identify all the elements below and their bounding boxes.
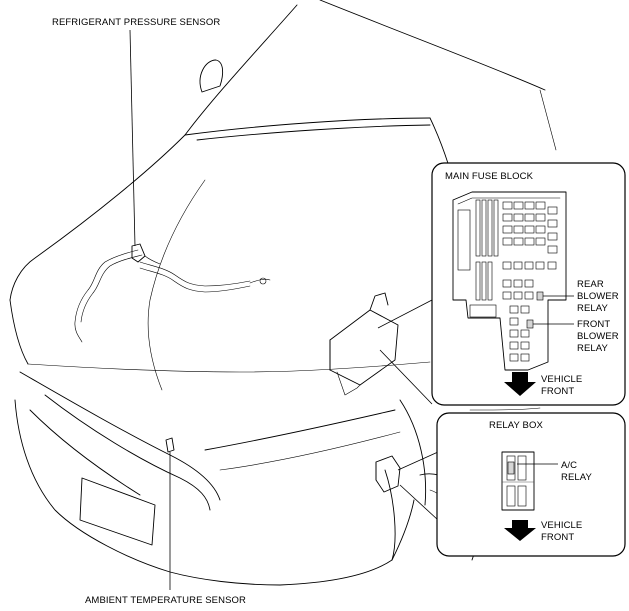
ac-relay-label: A/C RELAY (561, 460, 593, 483)
vehicle-front-label-bottom: VEHICLE FRONT (541, 520, 585, 543)
refrigerant-pipes (74, 243, 271, 343)
rear-blower-relay-label: REAR BLOWER RELAY (577, 279, 622, 314)
relay-box-panel: RELAY BOX A/C RELAY VEHICLE FRONT (436, 412, 626, 557)
relay-box-label: RELAY BOX (489, 420, 543, 431)
ambient-temperature-sensor-label: AMBIENT TEMPERATURE SENSOR (85, 595, 246, 606)
fuse-grid (457, 201, 558, 362)
vehicle-front-arrow-icon-bottom (504, 520, 536, 541)
ambient-temperature-sensor-part (165, 437, 175, 453)
vehicle-front-label-top: VEHICLE FRONT (541, 374, 585, 397)
vehicle-front-arrow-icon (504, 372, 536, 396)
main-fuse-block-label: MAIN FUSE BLOCK (445, 171, 534, 182)
refrigerant-pressure-sensor-label: REFRIGERANT PRESSURE SENSOR (52, 17, 220, 28)
fuse-strips (475, 199, 499, 301)
main-fuse-block-panel: MAIN FUSE BLOCK (431, 162, 626, 406)
front-blower-relay-label: FRONT BLOWER RELAY (577, 319, 622, 354)
leader-lines (129, 29, 439, 590)
relay-box-in-car (375, 455, 401, 493)
fuse-box-in-car (329, 292, 399, 396)
